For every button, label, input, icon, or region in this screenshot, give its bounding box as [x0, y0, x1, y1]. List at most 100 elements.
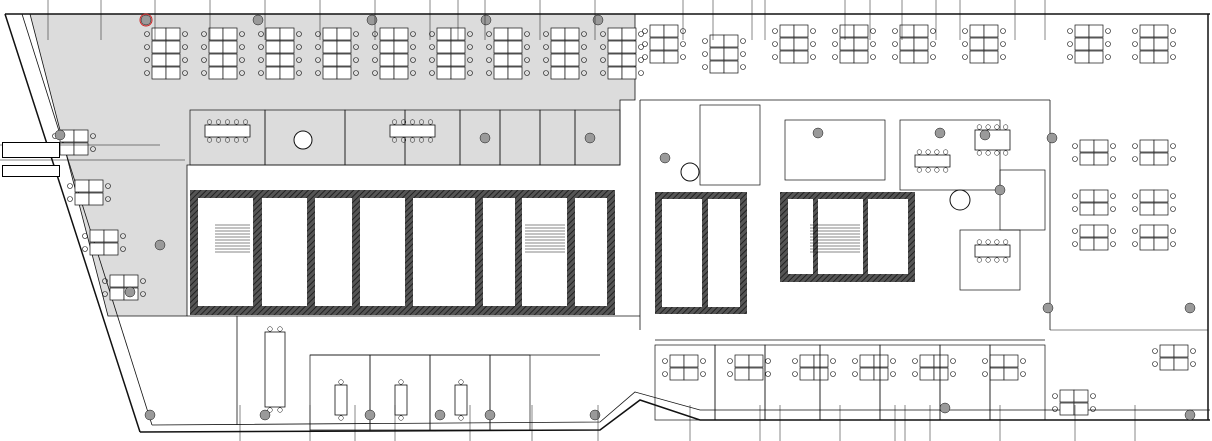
chair-icon	[372, 57, 378, 63]
chair-icon	[315, 31, 321, 37]
desk-cluster	[702, 34, 746, 74]
meeting-table	[204, 124, 251, 138]
desk	[1159, 357, 1175, 371]
chair-icon	[925, 149, 931, 155]
chair-icon	[353, 57, 359, 63]
column	[480, 14, 492, 26]
chair-icon	[985, 124, 991, 130]
desk	[265, 40, 281, 54]
chair-icon	[524, 57, 530, 63]
desk	[734, 367, 750, 381]
desk	[151, 27, 167, 41]
desk-cluster	[543, 27, 587, 80]
desk-cluster	[892, 24, 936, 64]
desk	[748, 367, 764, 381]
desk	[222, 53, 238, 67]
meeting-table	[264, 331, 286, 408]
desk-cluster	[912, 354, 956, 381]
chair-icon	[182, 31, 188, 37]
desk	[507, 53, 523, 67]
chair-icon	[680, 54, 686, 60]
chair-icon	[215, 137, 222, 143]
chair-icon	[994, 239, 1000, 245]
chair-icon	[916, 167, 922, 173]
desk-cluster	[1132, 189, 1176, 216]
meeting-table	[334, 384, 348, 416]
chair-icon	[1152, 361, 1158, 367]
desk-cluster	[1132, 224, 1176, 251]
desk	[564, 27, 580, 41]
desk-cluster	[1132, 24, 1176, 64]
chair-icon	[224, 137, 231, 143]
desk-cluster	[772, 24, 816, 64]
desk	[813, 367, 829, 381]
desk	[1093, 237, 1109, 251]
desk	[1079, 237, 1095, 251]
desk	[1153, 237, 1169, 251]
chair-icon	[890, 358, 896, 364]
desk	[669, 367, 685, 381]
chair-icon	[391, 119, 398, 125]
chair-icon	[638, 44, 644, 50]
chair-icon	[1170, 241, 1176, 247]
desk	[550, 27, 566, 41]
chair-icon	[418, 137, 425, 143]
chair-icon	[727, 358, 733, 364]
chair-icon	[372, 70, 378, 76]
desk	[621, 66, 637, 80]
chair-icon	[1132, 156, 1138, 162]
desk	[621, 27, 637, 41]
room	[999, 169, 1046, 231]
chair-icon	[82, 233, 88, 239]
chair-icon	[870, 54, 876, 60]
round-table	[949, 189, 971, 211]
chair-icon	[925, 167, 931, 173]
desk	[165, 40, 181, 54]
chair-icon	[400, 119, 407, 125]
desk	[983, 24, 999, 38]
chair-icon	[581, 57, 587, 63]
desk	[1173, 344, 1189, 358]
chair-icon	[1110, 241, 1116, 247]
chair-icon	[662, 358, 668, 364]
chair-icon	[105, 196, 111, 202]
chair-icon	[418, 119, 425, 125]
chair-icon	[467, 57, 473, 63]
chair-icon	[581, 70, 587, 76]
column	[584, 132, 596, 144]
chair-icon	[638, 70, 644, 76]
chair-icon	[410, 31, 416, 37]
desk	[1074, 37, 1090, 51]
desk	[1173, 357, 1189, 371]
desk	[393, 53, 409, 67]
chair-icon	[215, 119, 222, 125]
desk	[1093, 139, 1109, 153]
chair-icon	[140, 291, 146, 297]
chair-icon	[201, 31, 207, 37]
chair-icon	[391, 137, 398, 143]
desk	[208, 53, 224, 67]
chair-icon	[1072, 228, 1078, 234]
desk	[1153, 224, 1169, 238]
desk-cluster	[1132, 139, 1176, 166]
chair-icon	[962, 28, 968, 34]
chair-icon	[296, 57, 302, 63]
desk	[1153, 152, 1169, 166]
chair-icon	[1105, 54, 1111, 60]
desk	[165, 27, 181, 41]
chair-icon	[1170, 228, 1176, 234]
chair-icon	[892, 54, 898, 60]
desk	[621, 53, 637, 67]
desk	[564, 53, 580, 67]
desk	[793, 24, 809, 38]
chair-icon	[600, 31, 606, 37]
desk	[989, 367, 1005, 381]
desk-cluster	[486, 27, 530, 80]
chair-icon	[409, 137, 416, 143]
chair-icon	[353, 44, 359, 50]
chair-icon	[338, 415, 344, 421]
desk	[1088, 37, 1104, 51]
chair-icon	[994, 257, 1000, 263]
chair-icon	[182, 70, 188, 76]
structural-columns	[54, 14, 1196, 421]
